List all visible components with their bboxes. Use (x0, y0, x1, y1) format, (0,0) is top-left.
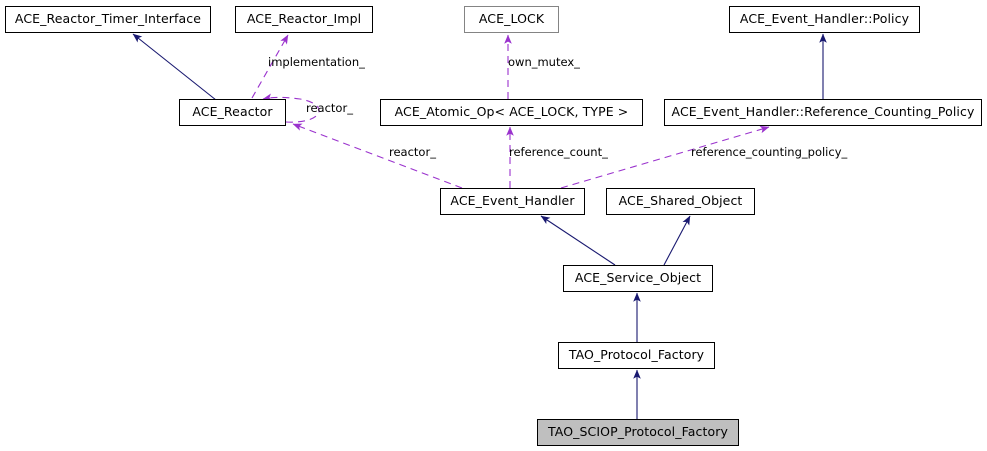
edge-inheritance-service-object-to-shared-object (663, 215, 691, 266)
edge-label-reference-counting-policy: reference_counting_policy_ (691, 145, 848, 159)
edge-label-reference-count: reference_count_ (509, 145, 608, 159)
class-node-ace-reactor[interactable]: ACE_Reactor (179, 99, 286, 126)
edge-label-reactor-event-handler: reactor_ (389, 145, 436, 159)
class-node-ace-event-handler-reference-counting-policy[interactable]: ACE_Event_Handler::Reference_Counting_Po… (664, 99, 982, 126)
class-node-tao-sciop-protocol-factory: TAO_SCIOP_Protocol_Factory (537, 419, 739, 446)
class-node-ace-reactor-timer-interface[interactable]: ACE_Reactor_Timer_Interface (5, 6, 211, 33)
class-node-ace-atomic-op[interactable]: ACE_Atomic_Op< ACE_LOCK, TYPE > (380, 99, 643, 126)
edge-label-own-mutex: own_mutex_ (508, 55, 580, 69)
class-node-ace-lock[interactable]: ACE_LOCK (464, 6, 559, 33)
edge-inheritance-reactor-to-timer-interface (132, 33, 217, 101)
class-node-tao-protocol-factory[interactable]: TAO_Protocol_Factory (558, 342, 715, 369)
class-node-ace-shared-object[interactable]: ACE_Shared_Object (606, 188, 755, 215)
edge-inheritance-service-object-to-event-handler (540, 215, 616, 266)
class-node-ace-event-handler-policy[interactable]: ACE_Event_Handler::Policy (729, 6, 920, 33)
edge-label-reactor-self: reactor_ (306, 101, 353, 115)
edge-association-reactor-event-handler (292, 123, 463, 189)
class-node-ace-reactor-impl[interactable]: ACE_Reactor_Impl (235, 6, 373, 33)
class-node-ace-service-object[interactable]: ACE_Service_Object (563, 265, 713, 292)
class-node-ace-event-handler[interactable]: ACE_Event_Handler (440, 188, 585, 215)
edge-label-implementation: implementation_ (268, 55, 365, 69)
